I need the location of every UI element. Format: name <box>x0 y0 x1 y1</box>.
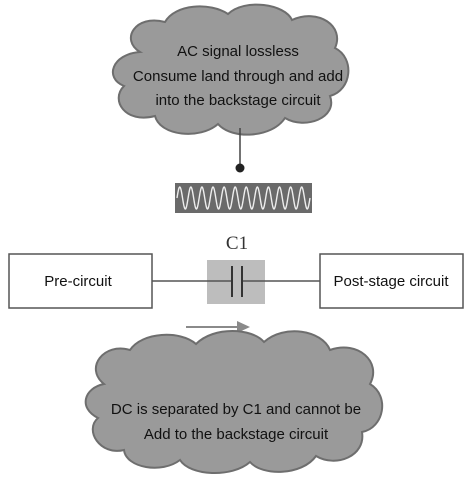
pre-circuit-label: Pre-circuit <box>44 273 112 290</box>
ac-signal-cloud: AC signal lossless Consume land through … <box>112 3 350 136</box>
ac-cloud-line-3: into the backstage circuit <box>155 92 321 109</box>
dc-blocked-cloud-shape <box>84 330 384 474</box>
pre-circuit-frame <box>8 253 153 309</box>
dc-cloud-line-2: Add to the backstage circuit <box>144 426 329 443</box>
dc-blocked-cloud: DC is separated by C1 and cannot be Add … <box>84 330 384 474</box>
signal-direction-arrow <box>186 321 250 333</box>
dc-cloud-line-1: DC is separated by C1 and cannot be <box>111 401 361 418</box>
post-circuit-label: Post-stage circuit <box>333 273 449 290</box>
post-circuit-frame <box>319 253 464 309</box>
capacitor-c1 <box>207 260 265 304</box>
capacitor-highlight <box>207 260 265 304</box>
cloud-connector-dot <box>235 163 245 173</box>
ac-waveform-strip <box>175 183 312 213</box>
post-circuit-box: Post-stage circuit <box>319 253 464 309</box>
arrow-head <box>237 321 250 333</box>
ac-signal-cloud-shape <box>112 3 350 136</box>
ac-cloud-line-2: Consume land through and add <box>133 68 343 85</box>
pre-circuit-box: Pre-circuit <box>8 253 153 309</box>
ac-cloud-line-1: AC signal lossless <box>177 43 299 60</box>
capacitor-label: C1 <box>226 233 248 254</box>
ac-waveform <box>176 186 311 210</box>
